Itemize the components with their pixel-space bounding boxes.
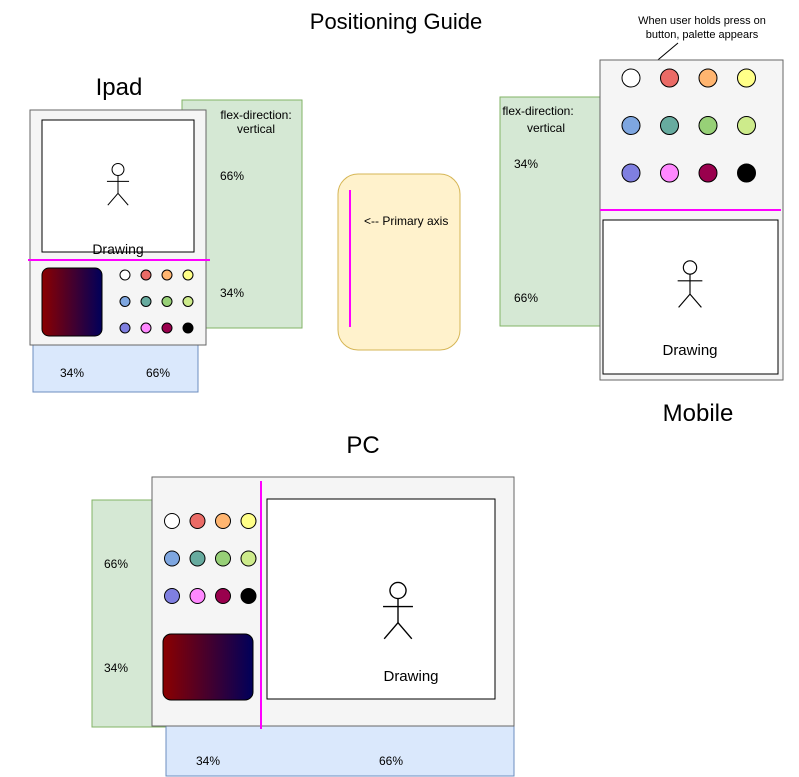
mobile-label: Mobile <box>663 400 734 427</box>
legend-box <box>337 173 461 351</box>
pc-color-swatch-1[interactable] <box>164 513 180 529</box>
ipad-section: Ipad flex-direction: vertical 66% 34% 34… <box>28 74 303 393</box>
ipad-color-swatch-4[interactable] <box>182 269 194 281</box>
mobile-flex-direction-line1: flex-direction: <box>502 104 573 118</box>
ipad-pct-top: 66% <box>220 169 244 183</box>
primary-axis-label: <-- Primary axis <box>364 214 448 228</box>
pc-color-swatch-8[interactable] <box>240 550 257 567</box>
pc-color-swatch-4[interactable] <box>240 513 257 529</box>
ipad-color-swatch-12[interactable] <box>182 322 194 334</box>
ipad-color-swatch-9[interactable] <box>119 322 131 334</box>
mobile-flex-direction-line2: vertical <box>527 121 565 135</box>
mobile-color-swatch-9[interactable] <box>621 163 641 183</box>
pc-pct-top: 66% <box>104 557 128 571</box>
pc-drawing-canvas <box>266 498 496 700</box>
primary-axis-legend: <-- Primary axis <box>337 173 461 351</box>
ipad-gradient-picker[interactable] <box>41 267 103 337</box>
pc-color-swatch-7[interactable] <box>215 550 231 567</box>
mobile-note-line1: When user holds press on <box>638 15 766 27</box>
mobile-color-swatch-4[interactable] <box>737 68 756 88</box>
ipad-flex-direction-line1: flex-direction: <box>220 108 291 122</box>
mobile-drawing-label: Drawing <box>662 342 717 359</box>
pc-color-swatch-2[interactable] <box>189 513 206 529</box>
ipad-color-swatch-2[interactable] <box>140 269 152 281</box>
pc-color-palette <box>164 513 257 604</box>
ipad-color-swatch-6[interactable] <box>140 296 152 307</box>
ipad-stick-figure-icon <box>106 163 130 206</box>
mobile-drawing-canvas <box>602 219 779 375</box>
mobile-color-swatch-12[interactable] <box>737 163 756 183</box>
mobile-color-swatch-6[interactable] <box>660 116 679 135</box>
ipad-color-swatch-8[interactable] <box>182 296 194 307</box>
ipad-horizontal-panel <box>32 339 199 393</box>
ipad-color-swatch-3[interactable] <box>161 269 173 281</box>
pc-color-swatch-5[interactable] <box>164 550 180 567</box>
mobile-color-swatch-5[interactable] <box>621 116 641 135</box>
page-title: Positioning Guide <box>310 9 482 34</box>
ipad-pct-right: 66% <box>146 366 170 380</box>
pc-stick-figure-icon <box>383 581 413 640</box>
ipad-color-swatch-11[interactable] <box>161 322 173 334</box>
mobile-color-palette <box>621 68 756 183</box>
mobile-section: When user holds press on button, palette… <box>499 15 784 427</box>
ipad-label: Ipad <box>96 74 143 101</box>
pc-section: PC 66% 34% 34% 66% Drawing <box>91 432 515 777</box>
pc-color-swatch-10[interactable] <box>189 588 206 604</box>
pc-pct-left: 34% <box>196 754 220 768</box>
ipad-pct-left: 34% <box>60 366 84 380</box>
ipad-color-swatch-1[interactable] <box>119 269 131 281</box>
mobile-color-swatch-1[interactable] <box>621 68 641 88</box>
ipad-color-swatch-10[interactable] <box>140 322 152 334</box>
ipad-color-palette <box>119 269 194 334</box>
pc-color-swatch-6[interactable] <box>189 550 206 567</box>
pc-color-swatch-3[interactable] <box>215 513 231 529</box>
mobile-color-swatch-7[interactable] <box>698 116 718 135</box>
mobile-pct-bottom: 66% <box>514 291 538 305</box>
mobile-stick-figure-icon <box>677 260 703 308</box>
mobile-color-swatch-11[interactable] <box>698 163 718 183</box>
pc-color-swatch-11[interactable] <box>215 588 231 604</box>
pc-color-swatch-12[interactable] <box>240 588 257 604</box>
pc-pct-bottom: 34% <box>104 661 128 675</box>
pc-label: PC <box>346 432 379 459</box>
ipad-drawing-label: Drawing <box>92 241 143 257</box>
ipad-pct-bottom: 34% <box>220 286 244 300</box>
mobile-vertical-panel <box>499 96 616 327</box>
mobile-color-swatch-8[interactable] <box>737 116 756 135</box>
mobile-color-swatch-10[interactable] <box>660 163 679 183</box>
pc-drawing-label: Drawing <box>383 668 438 685</box>
mobile-color-swatch-2[interactable] <box>660 68 679 88</box>
ipad-color-swatch-5[interactable] <box>119 296 131 307</box>
mobile-note-line2: button, palette appears <box>646 29 759 41</box>
pc-horizontal-panel <box>165 717 515 777</box>
pc-pct-right: 66% <box>379 754 403 768</box>
pc-gradient-picker[interactable] <box>162 633 254 701</box>
mobile-pct-top: 34% <box>514 157 538 171</box>
ipad-color-swatch-7[interactable] <box>161 296 173 307</box>
mobile-color-swatch-3[interactable] <box>698 68 718 88</box>
ipad-flex-direction-line2: vertical <box>237 122 275 136</box>
pc-color-swatch-9[interactable] <box>164 588 180 604</box>
